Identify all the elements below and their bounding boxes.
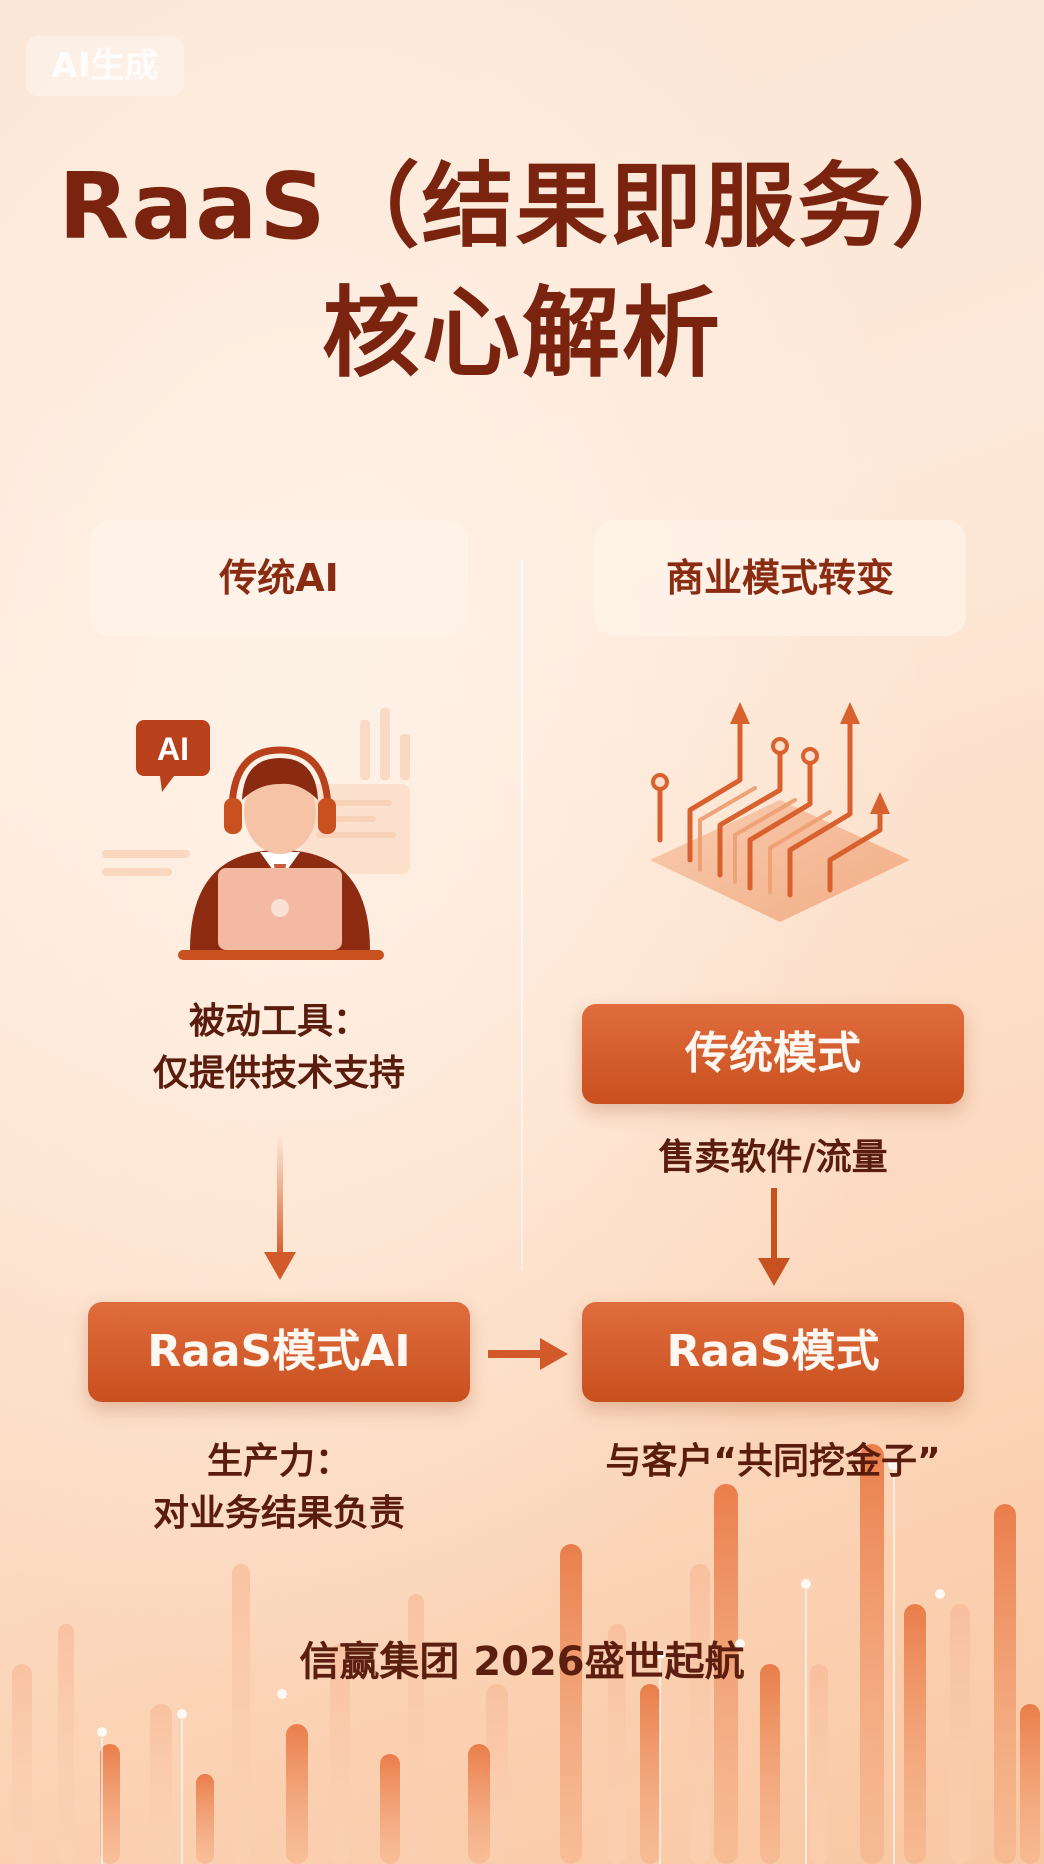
arrow-down-icon <box>758 1188 790 1286</box>
circuit-growth-arrows-icon <box>650 702 910 922</box>
raas-ai-button: RaaS模式AI <box>88 1302 470 1402</box>
left-caption-line1: 被动工具： <box>188 1001 369 1042</box>
arrow-down-icon <box>264 1134 296 1280</box>
raas-mode-button: RaaS模式 <box>582 1302 964 1402</box>
left-caption-line2: 仅提供技术支持 <box>152 1053 405 1094</box>
left-result-line1: 生产力： <box>206 1441 351 1482</box>
person-headset-laptop-icon: AI <box>102 708 410 960</box>
decorative-bars <box>12 1444 1040 1864</box>
ai-generated-badge: AI生成 <box>26 36 184 96</box>
center-divider <box>521 560 523 1270</box>
raas-mode-caption: 与客户“共同挖金子” <box>605 1441 941 1482</box>
ai-tag-text: AI <box>157 731 189 767</box>
left-column-header: 传统AI <box>90 520 468 636</box>
left-result-caption: 生产力： 对业务结果负责 <box>90 1436 468 1540</box>
page-title-line1: RaaS（结果即服务） <box>58 153 986 260</box>
left-result-line2: 对业务结果负责 <box>152 1493 405 1534</box>
arrow-right-icon <box>488 1338 568 1370</box>
footer-slogan: 信赢集团 2026盛世起航 <box>299 1639 745 1685</box>
traditional-mode-button: 传统模式 <box>582 1004 964 1104</box>
right-column-header: 商业模式转变 <box>594 520 966 636</box>
page-title-line2: 核心解析 <box>321 277 722 391</box>
traditional-mode-caption: 售卖软件/流量 <box>658 1137 888 1178</box>
left-caption: 被动工具： 仅提供技术支持 <box>90 996 468 1100</box>
